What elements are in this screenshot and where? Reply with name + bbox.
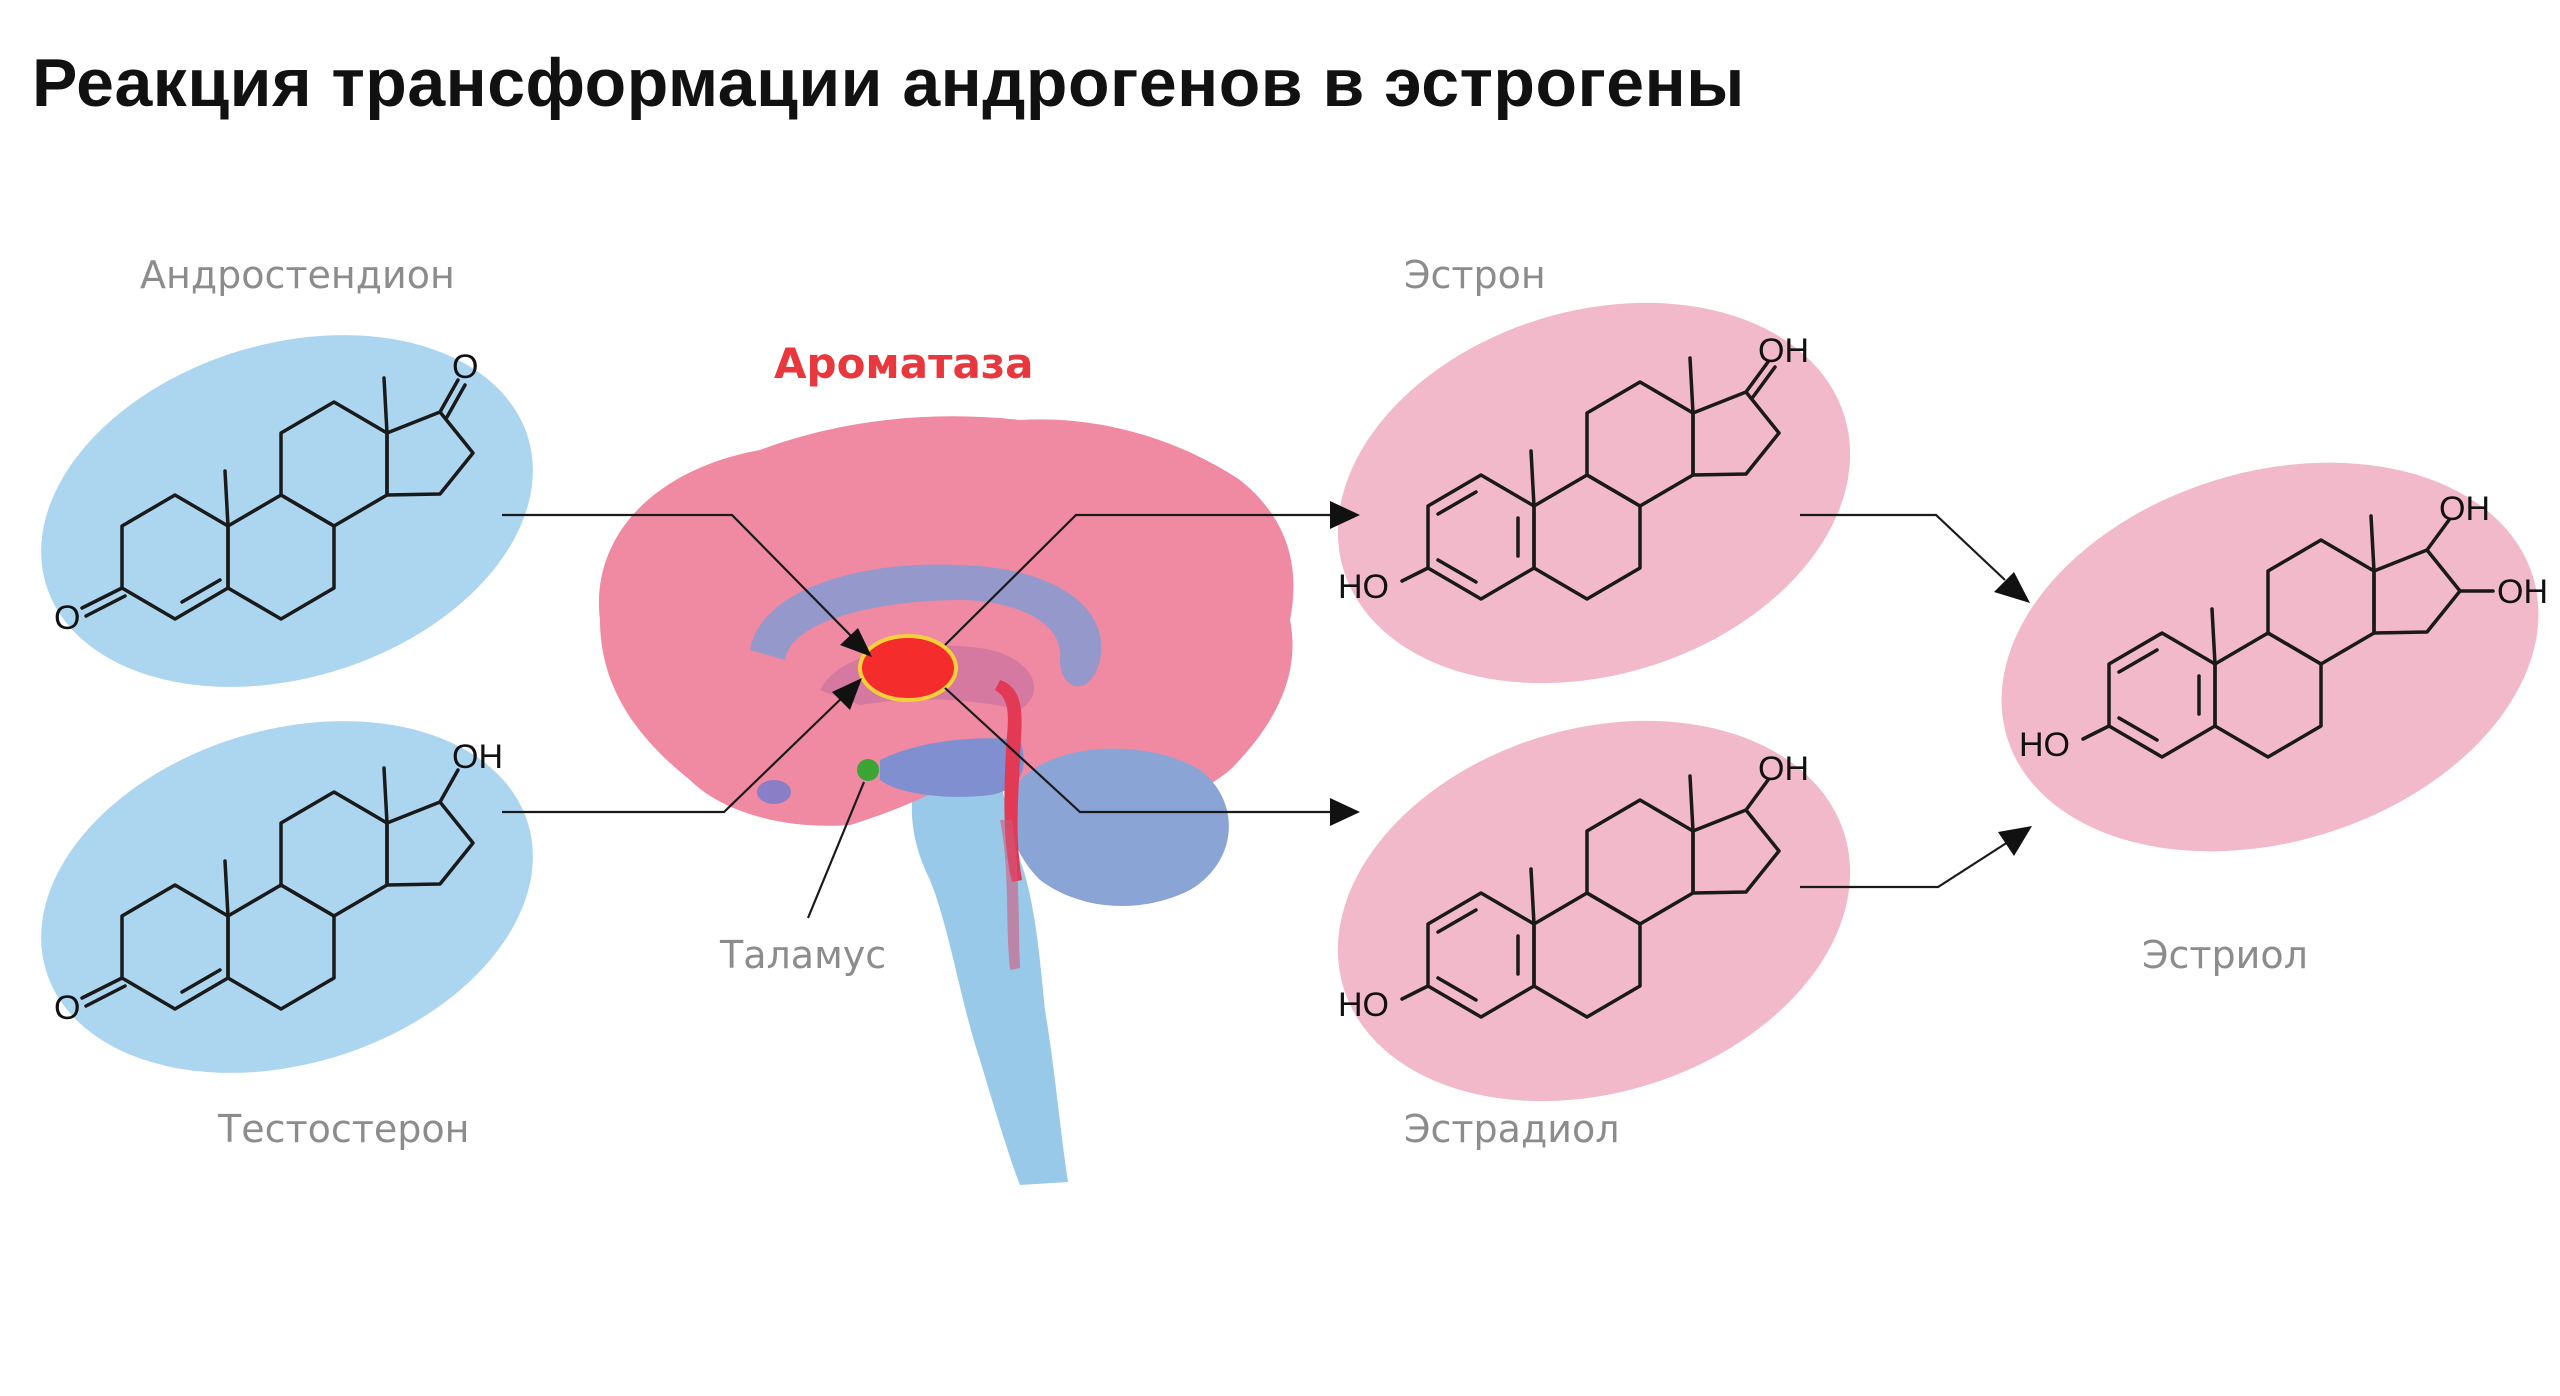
corpus-callosum [750,564,1102,687]
androstenedione-structure: O O [54,348,478,637]
cerebellum [1009,748,1229,907]
arrow-aromatase-estrone [944,513,1330,646]
label-aromatase: Ароматаза [774,339,1034,388]
arrowhead-testosterone [832,678,862,710]
testosterone-oval [41,721,533,1073]
fornix [880,738,1024,797]
estrone-oval [1337,302,1851,684]
estradiol-oval [1337,720,1851,1102]
label-thalamus: Таламус [719,933,886,977]
arrowhead-estrone-estriol [1994,572,2030,603]
aromatase-spot [858,634,958,702]
estriol-atom-oh-upper: OH [2439,490,2490,528]
label-estrone: Эстрон [1404,253,1546,297]
arrow-androstenedione-aromatase [502,513,859,644]
brain-illustration [598,416,1294,1185]
arrow-estradiol-estriol [1800,841,2009,889]
thalamus-pointer [806,781,866,919]
estriol-atom-ho: HO [2019,726,2070,764]
arrowhead-estrone [1330,501,1360,529]
androstenedione-atom-o1: O [54,599,80,637]
label-testosterone: Тестостерон [217,1107,470,1151]
androstenedione-atom-o2: O [452,348,478,386]
estradiol-atom-oh: OH [1758,750,1809,788]
pituitary [757,780,791,804]
arrow-estrone-estriol [1800,513,2006,581]
page-title: Реакция трансформации андрогенов в эстро… [32,45,1745,121]
estriol-atom-oh-right: OH [2497,573,2548,611]
thalamus-dot [857,759,879,781]
arrow-aromatase-estradiol [944,687,1330,814]
label-estriol: Эстриол [2142,933,2308,977]
arrowhead-estradiol [1330,798,1360,826]
estradiol-atom-ho: HO [1338,986,1389,1024]
arrowhead-estradiol-estriol [1998,826,2032,856]
estrone-atom-ho: HO [1338,568,1389,606]
red-tract [995,680,1022,882]
brainstem [911,730,1068,1185]
estradiol-structure: HO OH [1338,750,1809,1024]
testosterone-structure: O OH [54,738,503,1027]
cerebrum [598,416,1294,826]
label-androstenedione: Андростендион [140,253,455,297]
arrow-testosterone-aromatase [502,691,849,814]
estriol-structure: HO OH OH [2019,490,2548,764]
estrone-structure: HO OH [1338,332,1809,606]
arrowhead-androstenedione [840,628,872,657]
label-estradiol: Эстрадиол [1404,1107,1619,1151]
brainstem-tract [1000,820,1020,970]
testosterone-atom-oh: OH [452,738,503,776]
reaction-arrows [502,501,2032,919]
androstenedione-oval [41,335,533,687]
estrone-atom-oh: OH [1758,332,1809,370]
estriol-oval [2001,462,2539,852]
testosterone-atom-o: O [54,989,80,1027]
